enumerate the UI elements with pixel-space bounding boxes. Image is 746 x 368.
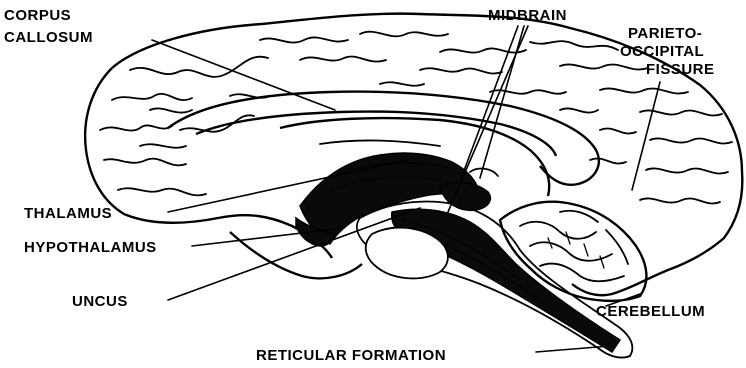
hypothalamus-label: HYPOTHALAMUS [24,239,157,256]
uncus-label: UNCUS [72,293,128,310]
corpus-callosum-label-line1: CORPUS [4,7,71,24]
parieto-occipital-label-line2: OCCIPITAL [620,43,704,60]
parieto-occipital-label-line3: FISSURE [646,61,715,78]
midbrain-label: MIDBRAIN [488,7,567,24]
parieto-occipital-label-line1: PARIETO- [628,25,702,42]
cerebellum-label: CEREBELLUM [596,303,705,320]
reticular-formation-label: RETICULAR FORMATION [256,347,446,364]
thalamus-label: THALAMUS [24,205,112,222]
brainstem [357,202,632,358]
corpus-callosum-label-line2: CALLOSUM [4,29,93,46]
